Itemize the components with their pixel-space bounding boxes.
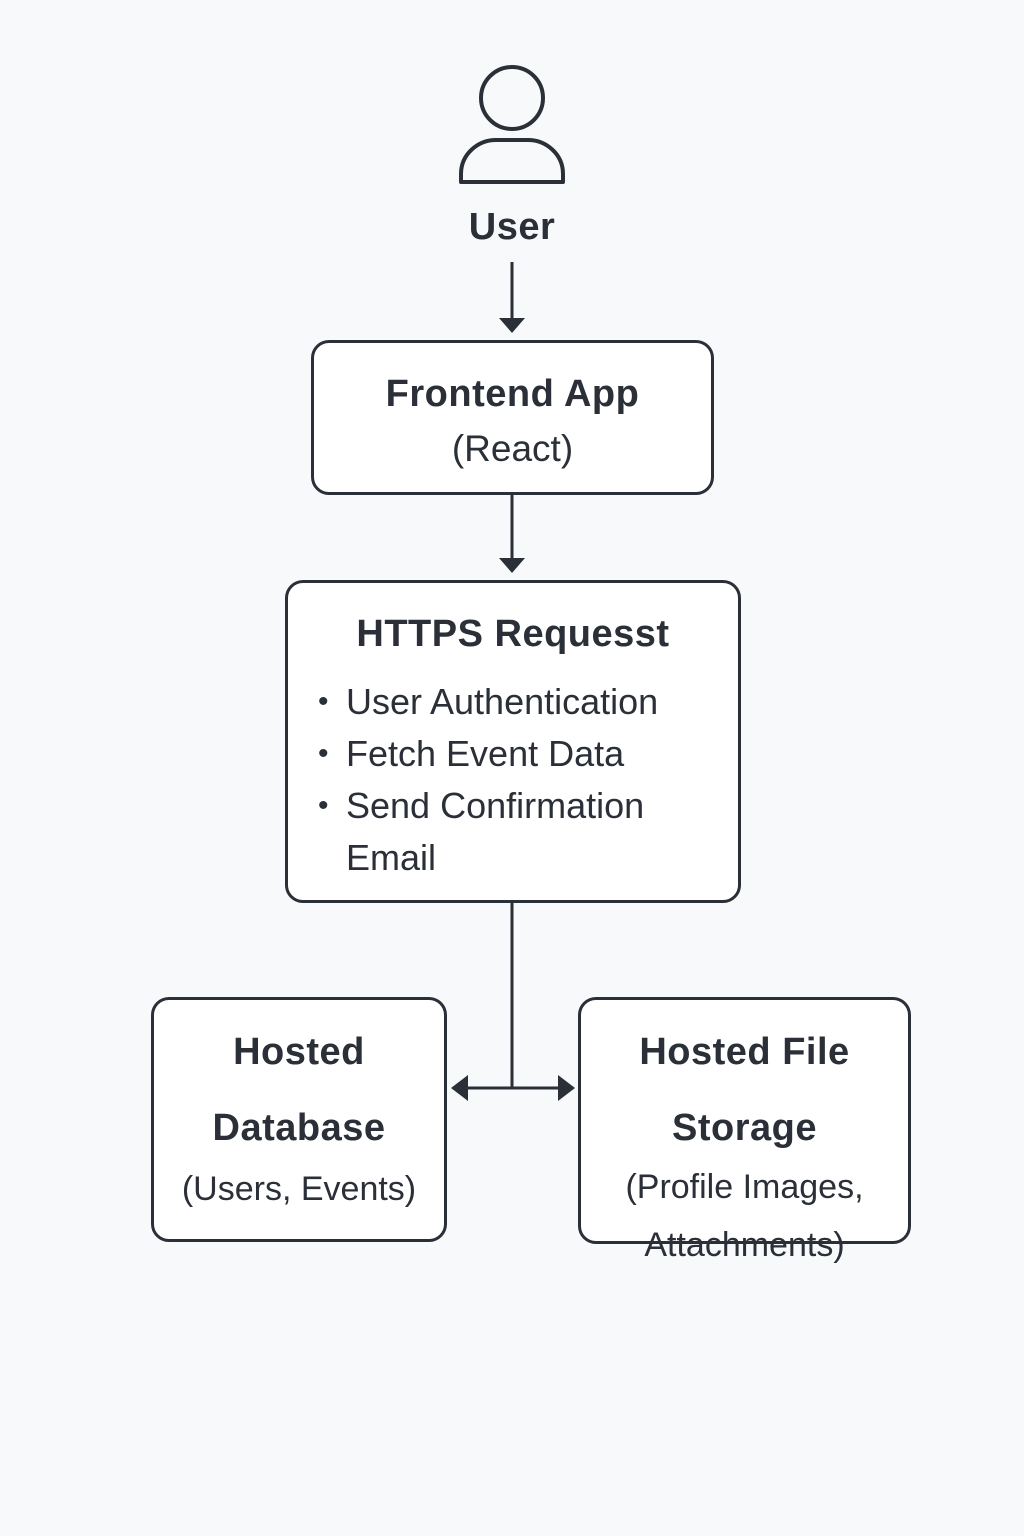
storage-subtitle-line1: (Profile Images,	[625, 1168, 864, 1206]
https-item-list: • User Authentication • Fetch Event Data…	[288, 676, 738, 884]
bullet: •	[318, 685, 329, 718]
bullet: •	[318, 737, 329, 770]
arrowhead-to-storage	[558, 1075, 575, 1101]
https-item-text: User Authentication	[346, 681, 659, 722]
arrowhead-user-to-frontend	[499, 318, 525, 333]
user-label: User	[468, 206, 556, 248]
https-request-node: HTTPS Requesst • User Authentication • F…	[285, 580, 741, 903]
database-subtitle: (Users, Events)	[181, 1170, 417, 1208]
https-item-send-confirmation: • Send Confirmation	[318, 780, 738, 832]
https-item-text: Fetch Event Data	[346, 733, 625, 774]
https-title: HTTPS Requesst	[356, 613, 670, 655]
user-icon	[459, 65, 565, 184]
frontend-title: Frontend App	[385, 373, 640, 415]
https-item-text: Send Confirmation	[346, 785, 645, 826]
storage-title-line1: Hosted File	[639, 1031, 850, 1073]
storage-subtitle-line2: Attachments)	[644, 1226, 845, 1264]
https-item-text: Email	[346, 837, 437, 878]
https-item-user-authentication: • User Authentication	[318, 676, 738, 728]
https-item-send-confirmation-cont: Email	[346, 832, 738, 884]
storage-title-line2: Storage	[672, 1107, 817, 1149]
database-title-line2: Database	[212, 1107, 386, 1149]
bullet: •	[318, 789, 329, 822]
https-item-fetch-event-data: • Fetch Event Data	[318, 728, 738, 780]
hosted-file-storage-node: Hosted File Storage (Profile Images, Att…	[578, 997, 911, 1264]
frontend-subtitle: (React)	[451, 428, 574, 469]
arrowhead-frontend-to-https	[499, 558, 525, 573]
database-title-line1: Hosted	[233, 1031, 365, 1073]
frontend-app-node: Frontend App (React)	[311, 340, 714, 495]
arrowhead-to-database	[451, 1075, 468, 1101]
hosted-database-node: Hosted Database (Users, Events)	[151, 997, 447, 1242]
